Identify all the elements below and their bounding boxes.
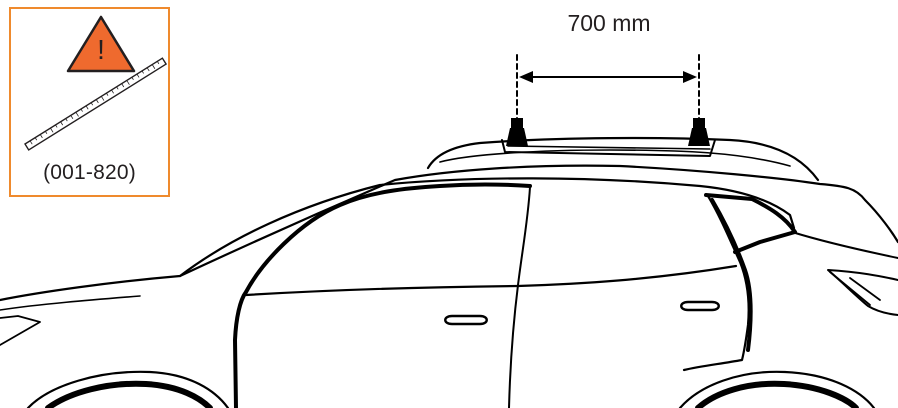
dimension-label: 700 mm (567, 10, 651, 36)
tool-info-box: ! (001-820) (9, 7, 170, 197)
rear-body-contour (827, 269, 898, 316)
roof-rail (426, 136, 820, 182)
front-hood-line (0, 295, 141, 311)
rear-door-handle (680, 300, 720, 312)
warning-triangle-icon (66, 15, 136, 73)
rail-foot-right (688, 118, 710, 146)
car-body-outline (0, 164, 898, 302)
front-wheel-arch-inner (45, 380, 213, 408)
headlight (0, 315, 41, 346)
rear-door-line (682, 194, 750, 372)
tail-light (829, 271, 881, 306)
measuring-ruler-icon (24, 57, 168, 151)
b-pillar (508, 186, 531, 408)
rear-pillar-thick (710, 198, 753, 352)
rear-quarter-window (704, 193, 797, 254)
rear-wheel-arch (678, 370, 876, 408)
roof-rail-mount-bar (501, 139, 716, 157)
roof-rail-mount-bar-inner (507, 145, 711, 150)
dimension-arrow-left (519, 71, 533, 83)
window-frame-outer (178, 177, 796, 278)
front-door-handle (444, 314, 488, 326)
front-side-window (233, 182, 532, 408)
rear-lower-line (791, 231, 898, 259)
part-number-label: (001-820) (43, 161, 136, 184)
rail-foot-left (506, 118, 528, 146)
belt-line (244, 264, 738, 297)
roof-rail-inner (439, 149, 791, 167)
front-wheel-arch (26, 370, 230, 408)
rear-wheel-arch-inner (695, 380, 859, 408)
warning-symbol: ! (97, 34, 105, 65)
dimension-arrow-right (683, 71, 697, 83)
